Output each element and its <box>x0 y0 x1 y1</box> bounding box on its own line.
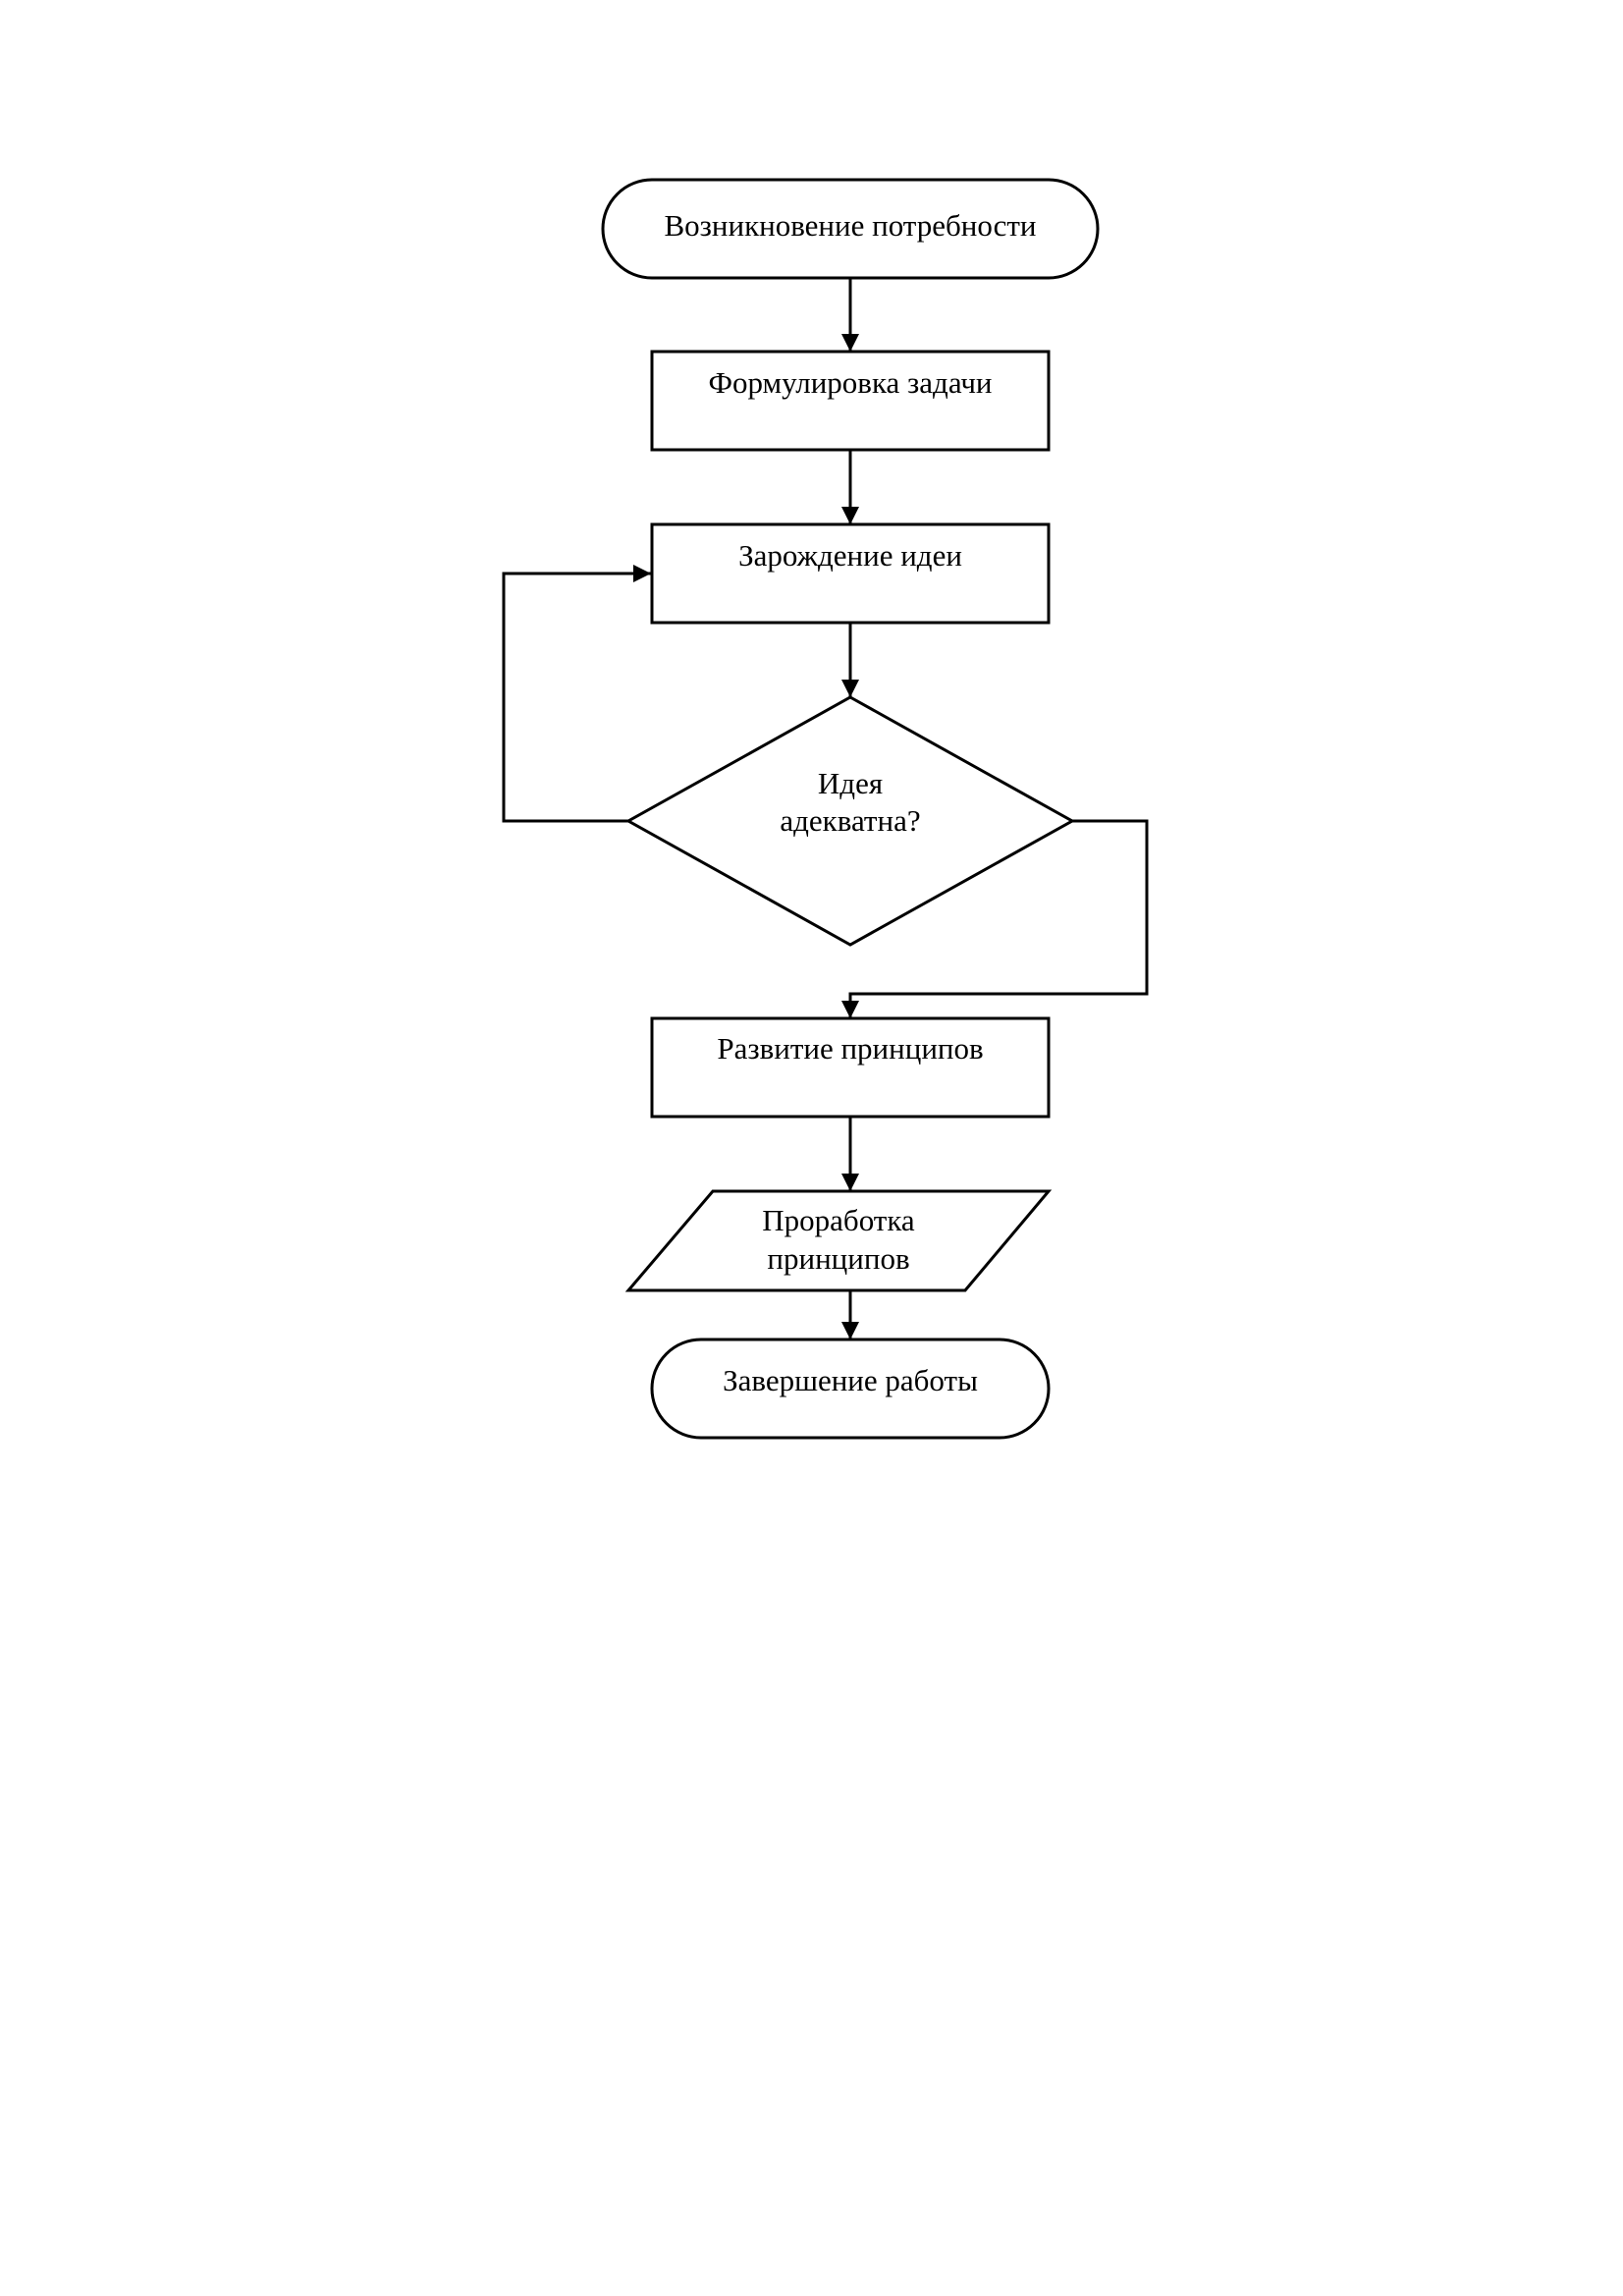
node-decision: Идея адекватна? <box>624 695 1076 947</box>
node-decision-label-line2: адекватна? <box>780 803 920 838</box>
process-shape <box>650 350 1051 452</box>
arrow-decision-to-develop <box>841 819 1149 1018</box>
node-idea-label: Зарождение идеи <box>738 538 962 573</box>
node-start: Возникновение потребности <box>601 178 1100 280</box>
node-elaborate: Проработка принципов <box>624 1189 1053 1292</box>
terminator-shape <box>650 1338 1051 1440</box>
arrow-decision-loop-to-idea <box>502 565 651 823</box>
node-formulate-label: Формулировка задачи <box>708 365 992 400</box>
node-formulate: Формулировка задачи <box>650 350 1051 452</box>
node-decision-label-line1: Идея <box>818 766 883 800</box>
process-shape <box>650 1016 1051 1119</box>
node-elaborate-label-line2: принципов <box>767 1241 909 1276</box>
data-shape <box>624 1189 1053 1292</box>
terminator-shape <box>601 178 1100 280</box>
decision-shape <box>624 695 1076 947</box>
connectors <box>502 278 1149 1339</box>
node-develop: Развитие принципов <box>650 1016 1051 1119</box>
node-end-label: Завершение работы <box>723 1363 978 1397</box>
node-idea: Зарождение идеи <box>650 522 1051 625</box>
node-start-label: Возникновение потребности <box>664 208 1036 243</box>
process-shape <box>650 522 1051 625</box>
node-end: Завершение работы <box>650 1338 1051 1440</box>
node-develop-label: Развитие принципов <box>717 1031 983 1066</box>
node-elaborate-label-line1: Проработка <box>762 1203 915 1237</box>
